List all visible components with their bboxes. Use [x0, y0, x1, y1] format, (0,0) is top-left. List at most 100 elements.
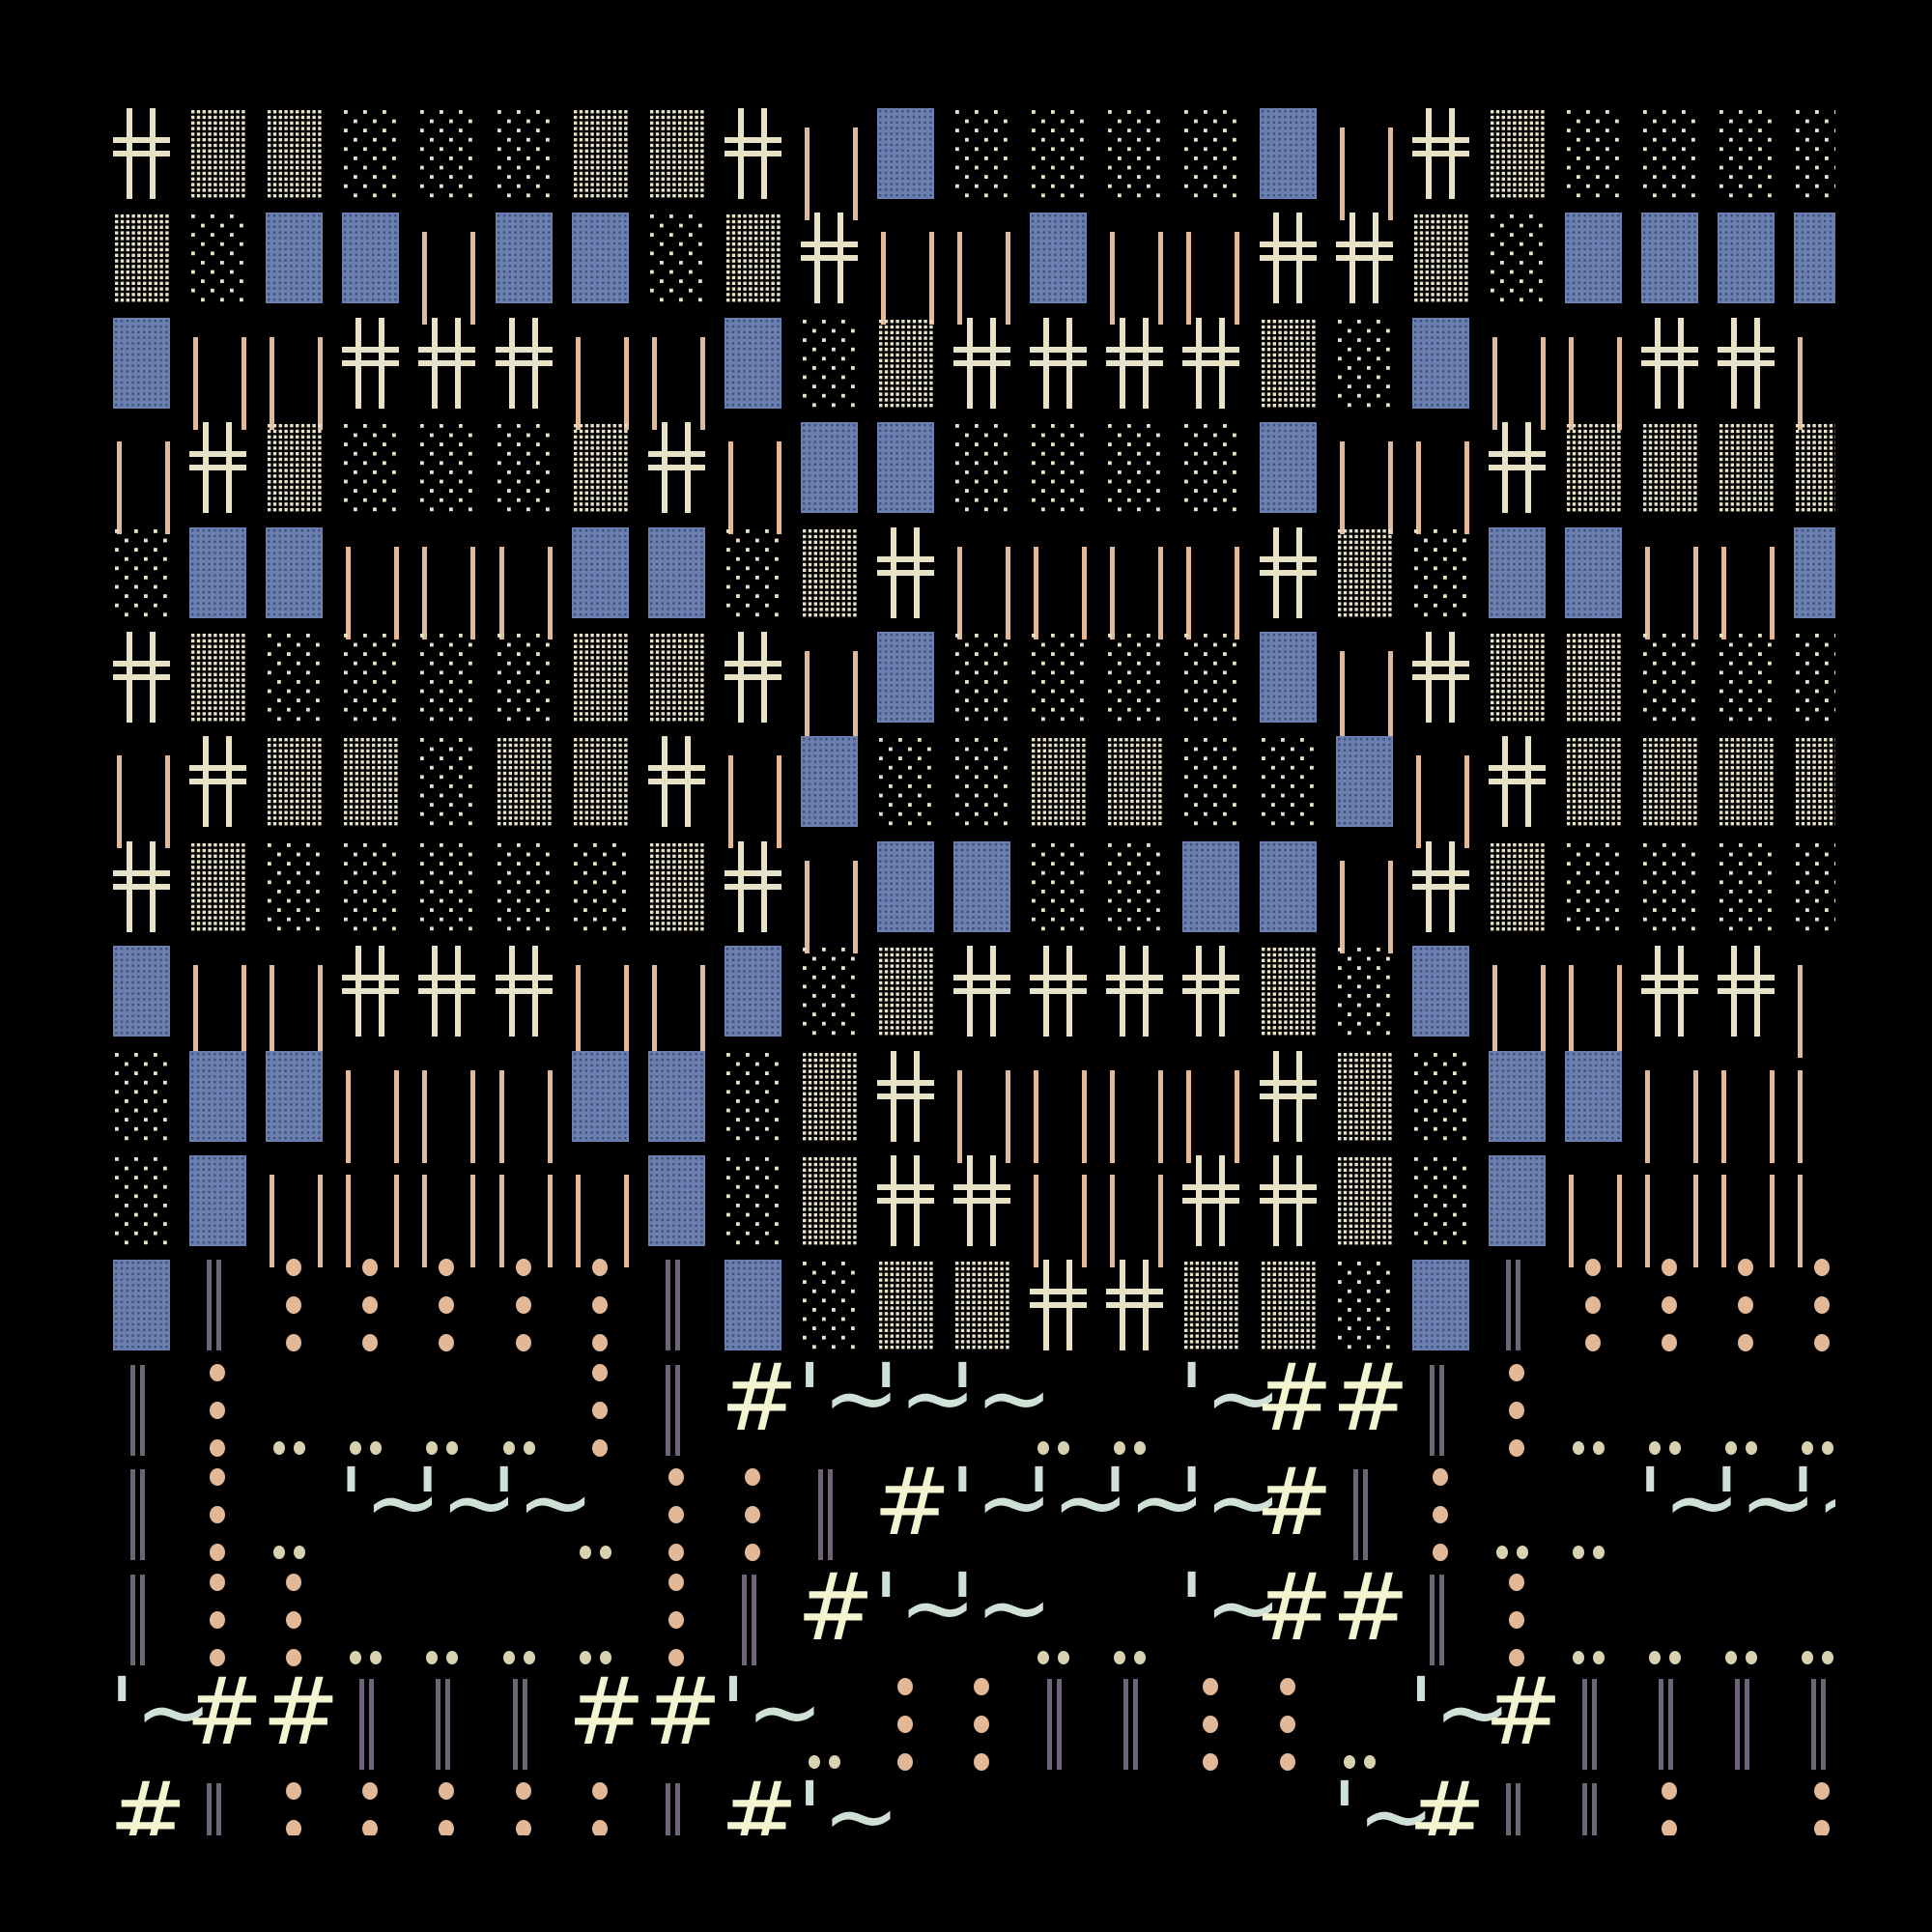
- cross-glyph-cell: [1106, 1260, 1164, 1351]
- double-dot-cell: [1336, 1679, 1393, 1770]
- hash-glyph: #: [109, 1762, 187, 1835]
- tan-vertical-dots-cell: [266, 1259, 323, 1352]
- double-vertical-lines-cell: [1106, 527, 1164, 639]
- hash-glyph: #: [1484, 1658, 1563, 1766]
- tan-vertical-dots-cell: [1182, 1678, 1239, 1771]
- tan-vertical-dots-cell: [418, 1259, 475, 1352]
- sparse-dots-cell: [1565, 841, 1622, 932]
- hash-glyph-cell: #: [1485, 1665, 1562, 1770]
- blue-block-cell: [647, 1050, 705, 1142]
- tan-vertical-dots-cell: [1794, 1782, 1835, 1835]
- quote-tilde-glyph: '~: [873, 1343, 977, 1452]
- double-vertical-lines-cell: [801, 841, 858, 953]
- dense-dots-cell: [1641, 736, 1698, 827]
- grey-double-bar-cell: [1412, 1574, 1469, 1665]
- blue-block-cell: [113, 1260, 170, 1351]
- quote-tilde-glyph-cell: '~: [950, 1561, 1053, 1665]
- double-dot-cell: [1565, 1365, 1622, 1456]
- sparse-dots-cell: [266, 841, 323, 932]
- cross-glyph-cell: [1488, 422, 1546, 514]
- sparse-dots-cell: [418, 108, 475, 199]
- hash-glyph-cell: #: [262, 1665, 339, 1770]
- sparse-dots-cell: [342, 841, 399, 932]
- dense-dots-cell: [953, 1260, 1010, 1350]
- blue-block-cell: [1259, 422, 1317, 514]
- hash-glyph-cell: #: [797, 1561, 874, 1665]
- double-vertical-lines-cell: [1489, 946, 1546, 1059]
- empty-cell: [1030, 1783, 1087, 1835]
- quote-tilde-glyph-cell: '~: [1714, 1456, 1817, 1560]
- double-dot-cell: [1106, 1575, 1163, 1665]
- hash-glyph: #: [1255, 1448, 1333, 1557]
- dense-dots-cell: [1718, 736, 1775, 827]
- dense-dots-cell: [1336, 527, 1393, 618]
- cross-glyph-cell: [953, 1155, 1011, 1246]
- double-dot-cell: [572, 1575, 629, 1665]
- sparse-dots-cell: [266, 632, 323, 723]
- quote-tilde-glyph-cell: '~: [1637, 1456, 1741, 1560]
- cross-glyph-cell: [724, 632, 781, 723]
- double-dot-cell: [266, 1365, 323, 1456]
- double-dot-cell: [1641, 1365, 1698, 1456]
- blue-block-cell: [495, 213, 553, 304]
- sparse-dots-cell: [1106, 422, 1163, 513]
- dense-dots-cell: [1641, 422, 1698, 513]
- dense-dots-cell: [189, 632, 246, 723]
- dense-dots-cell: [1794, 422, 1835, 513]
- sparse-dots-cell: [342, 108, 399, 199]
- blue-block-cell: [647, 526, 705, 618]
- cross-glyph-cell: [1106, 317, 1164, 409]
- empty-cell: [1106, 1783, 1163, 1835]
- dense-dots-cell: [113, 213, 170, 303]
- quote-tilde-glyph-cell: '~: [797, 1770, 900, 1835]
- cross-glyph-cell: [1718, 946, 1776, 1037]
- blue-block-cell: [877, 108, 934, 199]
- cross-glyph-cell: [113, 108, 170, 199]
- double-dot-cell: [496, 1365, 553, 1456]
- sparse-dots-cell: [496, 632, 553, 723]
- double-vertical-lines-cell: [1182, 527, 1240, 639]
- hash-glyph: #: [185, 1658, 264, 1766]
- quote-tilde-glyph-cell: '~: [414, 1456, 518, 1560]
- sparse-dots-cell: [1182, 422, 1239, 513]
- cross-glyph-cell: [877, 1050, 934, 1142]
- sparse-dots-cell: [953, 108, 1010, 199]
- double-vertical-lines-cell: [496, 527, 553, 639]
- double-dot-cell: [418, 1575, 475, 1665]
- cross-glyph-cell: [800, 213, 858, 304]
- blue-block-cell: [189, 1155, 247, 1246]
- tan-vertical-dots-cell: [342, 1259, 399, 1352]
- blue-block-cell: [1259, 840, 1317, 932]
- dense-dots-cell: [724, 213, 781, 303]
- quote-tilde-glyph: '~: [1102, 1448, 1207, 1557]
- quote-tilde-glyph: '~: [796, 1343, 900, 1452]
- quote-tilde-glyph-cell: '~: [1408, 1665, 1512, 1770]
- sparse-dots-cell: [418, 736, 475, 827]
- hash-glyph-cell: #: [1256, 1456, 1333, 1560]
- double-vertical-lines-cell: [648, 318, 705, 430]
- blue-block-cell: [724, 317, 781, 409]
- double-vertical-lines-cell: [572, 1155, 629, 1267]
- double-vertical-lines-cell: [1336, 422, 1393, 535]
- sparse-dots-cell: [1182, 632, 1239, 723]
- tan-vertical-dots-cell: [342, 1782, 399, 1835]
- double-vertical-lines-cell: [266, 318, 324, 430]
- hash-glyph-cell: #: [644, 1665, 722, 1770]
- double-vertical-lines-cell: [1030, 1051, 1088, 1163]
- quote-tilde-glyph-cell: '~: [1102, 1456, 1206, 1560]
- hash-glyph: #: [567, 1658, 646, 1766]
- sparse-dots-cell: [1718, 841, 1775, 932]
- grey-double-bar-cell: [113, 1469, 170, 1561]
- tan-vertical-dots-cell: [877, 1678, 934, 1771]
- double-vertical-lines-cell: [1565, 946, 1622, 1059]
- double-vertical-lines-cell: [1718, 1051, 1776, 1163]
- blue-block-cell: [571, 1050, 629, 1142]
- double-dot-cell: [418, 1365, 475, 1456]
- quote-tilde-glyph: '~: [1179, 1552, 1283, 1662]
- sparse-dots-cell: [1565, 108, 1622, 199]
- sparse-dots-cell: [953, 422, 1010, 513]
- hash-glyph: #: [720, 1762, 799, 1835]
- grey-double-bar-cell: [1489, 1260, 1546, 1351]
- quote-tilde-glyph: '~: [1714, 1448, 1817, 1557]
- sparse-dots-cell: [1030, 632, 1087, 723]
